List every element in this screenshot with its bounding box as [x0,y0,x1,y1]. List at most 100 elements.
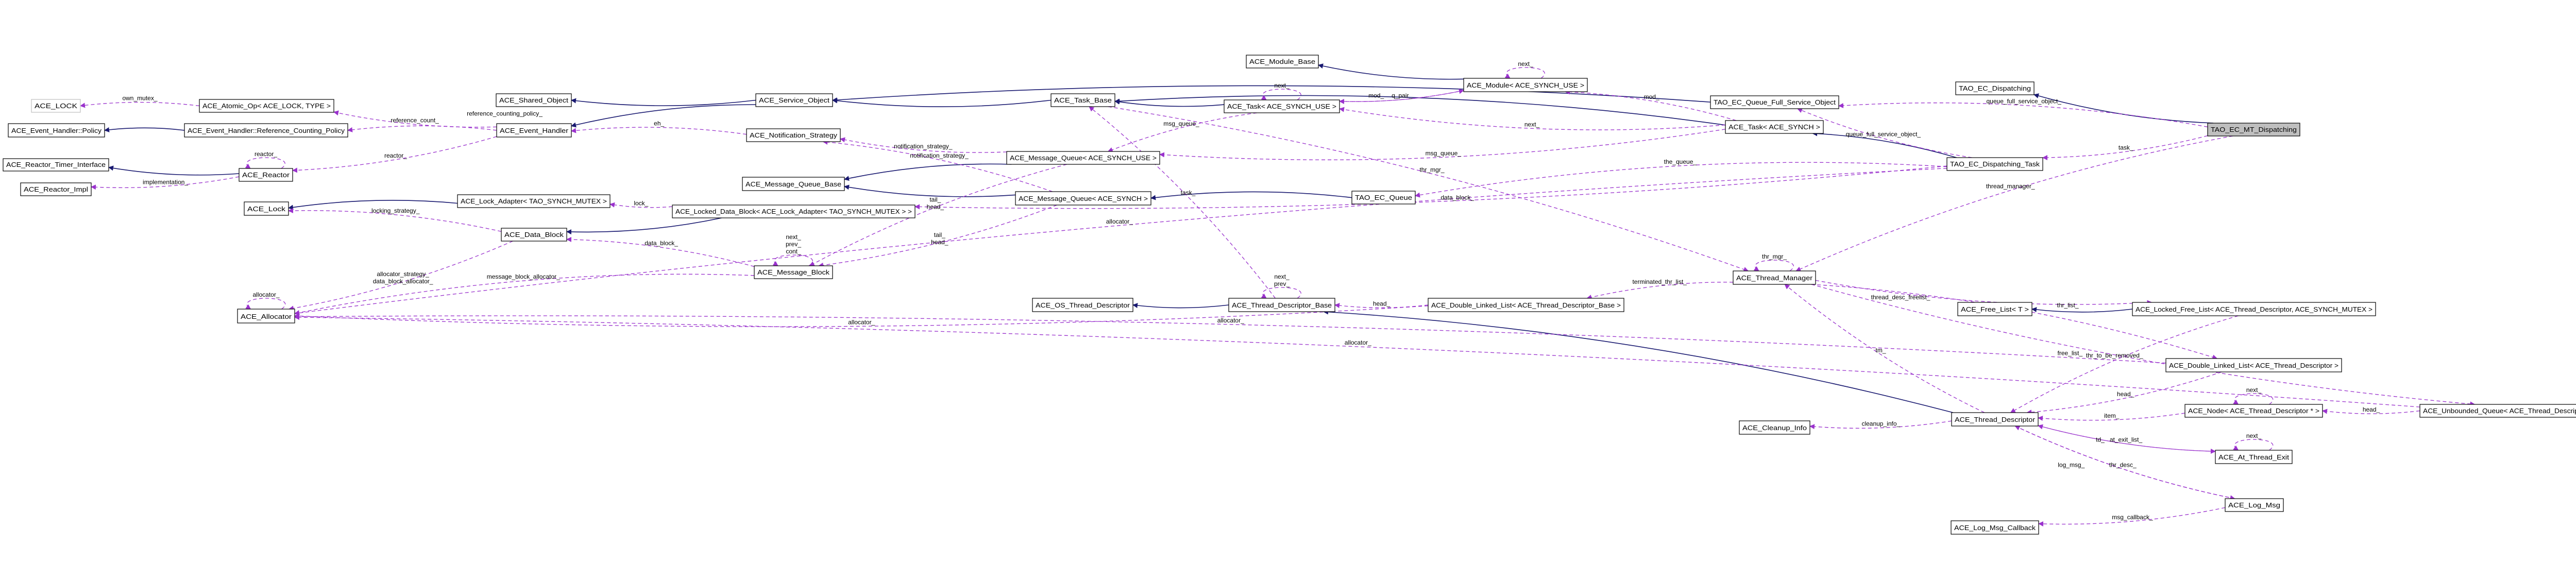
class-node-event-handler[interactable]: ACE_Event_Handler [496,123,572,138]
edge-label: message_block_allocator_ [487,273,560,280]
edge-label: the_queue_ [1664,158,1697,165]
edge-label: own_mutex_ [122,95,157,102]
class-node-mq-use[interactable]: ACE_Message_Queue< ACE_SYNCH_USE > [1006,151,1160,165]
edge-label: q_pair_ [1392,92,1412,99]
class-box [672,205,916,218]
class-name: ACE_Thread_Manager [1736,274,1813,282]
class-node-cleanup[interactable]: ACE_Cleanup_Info [1739,420,1810,435]
class-node-ace-lock-tpl[interactable]: ACE_LOCK [31,99,81,113]
class-node-ec-dispatching[interactable]: TAO_EC_Dispatching [1955,81,2035,95]
class-node-free-list[interactable]: ACE_Free_List< T > [1957,302,2032,316]
edge-label: task_ [1181,189,1196,196]
class-node-td[interactable]: ACE_Thread_Descriptor [1951,412,2039,427]
class-node-task-base[interactable]: ACE_Task_Base [1050,93,1115,107]
class-node-reactor-impl[interactable]: ACE_Reactor_Impl [20,182,92,196]
class-node-eh-policy[interactable]: ACE_Event_Handler::Policy [8,123,105,138]
edge-label: mod_ [1644,93,1659,100]
class-name: ACE_Event_Handler::Reference_Counting_Po… [188,127,345,134]
class-box [2215,450,2293,464]
class-node-thr-mgr[interactable]: ACE_Thread_Manager [1733,270,1816,285]
class-box [1428,298,1624,312]
class-name: ACE_Shared_Object [499,96,568,104]
class-node-log-cb[interactable]: ACE_Log_Msg_Callback [1951,520,2039,535]
class-node-qfso[interactable]: TAO_EC_Queue_Full_Service_Object [1710,95,1839,109]
class-node-task-use[interactable]: ACE_Task< ACE_SYNCH_USE > [1224,99,1340,113]
class-node-module-base[interactable]: ACE_Module_Base [1246,55,1319,69]
class-node-disp-task[interactable]: TAO_EC_Dispatching_Task [1946,157,2043,171]
edge-label-group: reactor_ [255,150,277,158]
class-node-shared-obj[interactable]: ACE_Shared_Object [496,93,572,107]
edge-label-group: reference_counting_policy_ [467,110,543,117]
usage-edge [1261,287,1301,299]
class-node-notif[interactable]: ACE_Notification_Strategy [746,128,841,142]
edge-label-group: log_msg_ [2058,461,2084,468]
class-node-module[interactable]: ACE_Module< ACE_SYNCH_USE > [1463,78,1588,92]
class-node-ref-policy[interactable]: ACE_Event_Handler::Reference_Counting_Po… [184,123,348,138]
class-node-allocator[interactable]: ACE_Allocator [237,309,295,323]
class-node-lock-adapter[interactable]: ACE_Lock_Adapter< TAO_SYNCH_MUTEX > [457,194,611,208]
usage-edge [1261,89,1301,100]
edge-label: reactor_ [255,150,277,158]
edge-label-group: q_pair_ [1392,92,1412,99]
edge-label: eh_ [654,120,664,127]
edge-label: reference_counting_policy_ [467,110,543,117]
usage-edge [288,208,502,232]
class-name: ACE_Unbounded_Queue< ACE_Thread_Descript… [2423,407,2576,415]
class-node-td-base[interactable]: ACE_Thread_Descriptor_Base [1228,298,1335,312]
class-name: TAO_EC_Dispatching_Task [1950,160,2040,168]
class-node-service-obj[interactable]: ACE_Service_Object [755,93,833,107]
class-node-os-td[interactable]: ACE_OS_Thread_Descriptor [1032,298,1133,312]
class-node-locked-fl[interactable]: ACE_Locked_Free_List< ACE_Thread_Descrip… [2132,302,2376,316]
edge-label: task_ [2119,144,2133,151]
inheritance-edge [104,127,185,132]
class-node-ace-lock[interactable]: ACE_Lock [244,201,289,216]
usage-edge [1339,107,1726,130]
class-box [1725,120,1824,134]
edge-label-group: allocator_ [252,291,279,298]
class-name: ACE_Notification_Strategy [750,131,838,139]
class-node-ec-queue[interactable]: TAO_EC_Queue [1351,191,1416,205]
usage-edge [571,127,747,135]
edge-label-group: implementation_ [143,179,188,186]
class-node-at-exit[interactable]: ACE_At_Thread_Exit [2215,450,2293,464]
edge-label: queue_full_service_object_ [1846,131,1921,138]
usage-edge [2233,393,2274,405]
class-box [754,265,833,279]
class-node-locked-db[interactable]: ACE_Locked_Data_Block< ACE_Lock_Adapter<… [672,205,916,218]
usage-edge [609,202,673,208]
usage-edge [2010,315,2239,413]
class-box [1733,270,1816,285]
edge-label: item_ [2104,412,2120,419]
class-node-mq-base[interactable]: ACE_Message_Queue_Base [742,177,845,191]
usage-edge [1809,420,1952,430]
edge-label-group: td_ [2096,436,2105,444]
class-node-data-block[interactable]: ACE_Data_Block [501,228,567,242]
usage-edge [1339,89,1464,102]
class-node-unb-queue[interactable]: ACE_Unbounded_Queue< ACE_Thread_Descript… [2419,404,2576,418]
usage-edge [1811,284,2476,407]
usage-edge [292,136,497,173]
class-box [1351,191,1416,205]
class-box [1006,151,1160,165]
class-name: TAO_EC_Queue_Full_Service_Object [1714,98,1836,106]
class-node-atomic-op[interactable]: ACE_Atomic_Op< ACE_LOCK, TYPE > [199,99,334,113]
class-name: ACE_Atomic_Op< ACE_LOCK, TYPE > [202,102,331,110]
edge-label: thread_desc_freelist_ [1871,294,1930,301]
edge-label: reactor_ [384,152,407,159]
class-node-dll-td[interactable]: ACE_Double_Linked_List< ACE_Thread_Descr… [2165,358,2342,372]
class-node-timer-if[interactable]: ACE_Reactor_Timer_Interface [3,158,109,172]
edge-label: data_block_ [645,240,678,247]
usage-edge [1108,106,1749,272]
usage-edge [2233,439,2274,451]
class-node-node[interactable]: ACE_Node< ACE_Thread_Descriptor * > [2184,404,2323,418]
class-node-msg-block[interactable]: ACE_Message_Block [754,265,833,279]
class-node-dll-tdb[interactable]: ACE_Double_Linked_List< ACE_Thread_Descr… [1428,298,1624,312]
inheritance-edge [1114,95,1726,126]
class-node-task-synch[interactable]: ACE_Task< ACE_SYNCH > [1725,120,1824,134]
class-node-reactor[interactable]: ACE_Reactor [239,168,293,182]
edge-label-group: msg_queue_ [1426,149,1462,157]
class-node-log-msg[interactable]: ACE_Log_Msg [2225,498,2284,512]
edge-label: thr_list_ [2057,301,2079,309]
class-node-mt-dispatching[interactable]: TAO_EC_MT_Dispatching [2207,123,2300,137]
class-node-mq-synch[interactable]: ACE_Message_Queue< ACE_SYNCH > [1015,191,1151,206]
